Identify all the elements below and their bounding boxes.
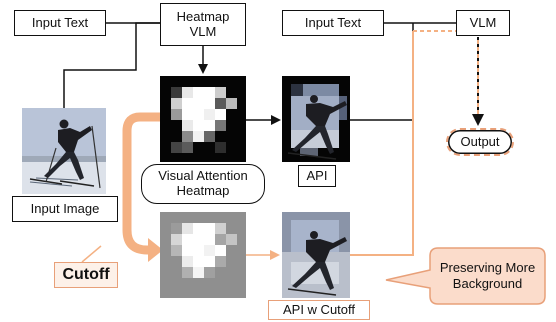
input-image-box: Input Image xyxy=(12,196,118,222)
input-text-left-label: Input Text xyxy=(31,14,89,30)
cutoff-label-pointer xyxy=(81,245,102,263)
cutoff-arrowhead xyxy=(148,238,163,262)
cutoff-label: Cutoff xyxy=(62,266,110,284)
cutoff-heatmap-image xyxy=(160,212,246,298)
api-box: API xyxy=(298,165,336,187)
connector-api-cutoff-to-vlm xyxy=(350,31,414,256)
preserving-more-background-label: Preserving More Background xyxy=(439,260,536,291)
input-text-right-box: Input Text xyxy=(282,10,384,36)
vlm-box: VLM xyxy=(456,10,510,36)
api-image xyxy=(282,76,350,162)
arrowhead-to-output xyxy=(472,114,484,126)
output-box: Output xyxy=(446,128,514,156)
preserving-more-background-callout: Preserving More Background xyxy=(430,248,545,304)
connector-input-image-to-heatmap-vlm xyxy=(63,22,160,108)
heatmap-vlm-box: Heatmap VLM xyxy=(160,3,246,46)
api-cutoff-image xyxy=(282,212,350,298)
output-label: Output xyxy=(460,133,500,149)
api-w-cutoff-label: API w Cutoff xyxy=(282,301,355,317)
visual-attention-heatmap-image xyxy=(160,76,246,162)
input-text-right-label: Input Text xyxy=(304,14,362,30)
visual-attention-heatmap-box: Visual Attention Heatmap xyxy=(141,164,265,204)
input-text-left-box: Input Text xyxy=(14,10,106,36)
input-image-label: Input Image xyxy=(30,200,100,216)
cutoff-curved-arrow xyxy=(122,112,160,255)
api-w-cutoff-box: API w Cutoff xyxy=(268,300,370,320)
connector-api-to-vlm xyxy=(350,23,414,121)
input-image xyxy=(22,108,106,194)
callout-bubble xyxy=(385,247,546,305)
cutoff-label-box: Cutoff xyxy=(54,262,118,288)
vlm-label: VLM xyxy=(469,14,497,30)
visual-attention-heatmap-label: Visual Attention Heatmap xyxy=(158,168,248,198)
api-label: API xyxy=(306,167,328,183)
heatmap-vlm-label: Heatmap VLM xyxy=(176,8,230,39)
